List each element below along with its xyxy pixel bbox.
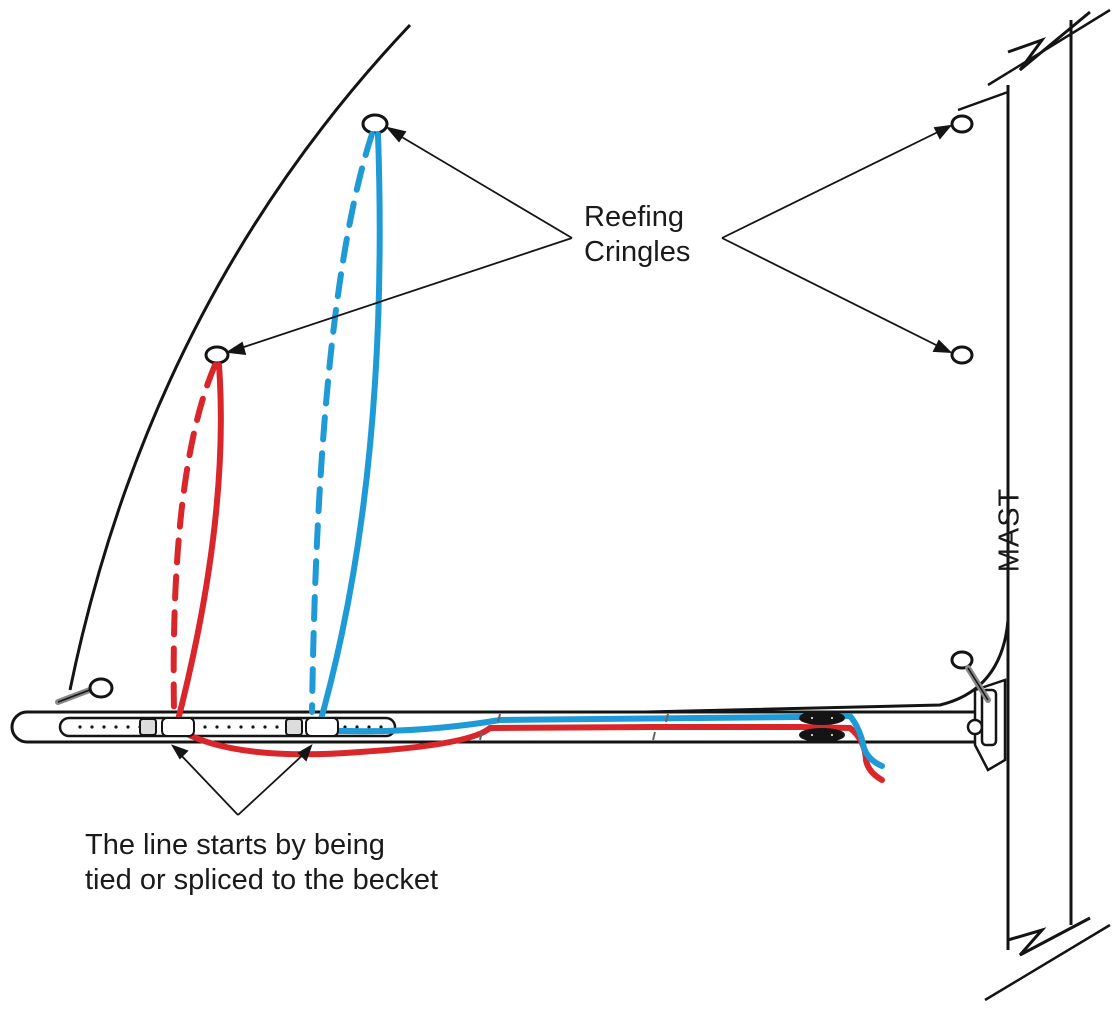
tack-fitting — [950, 650, 991, 703]
cringle-luff-lower — [950, 345, 974, 365]
blue-reef-line — [309, 131, 885, 769]
becket-label-line1: The line starts by being — [85, 829, 385, 861]
reefing-cringles-line2: Cringles — [584, 236, 691, 268]
cringle-luff-upper — [950, 114, 974, 134]
reefing-cringles-label: Reefing Cringles — [584, 200, 690, 270]
sail-outline — [68, 23, 1010, 720]
mast-label: MAST — [993, 487, 1026, 573]
becket-callout-arrows — [170, 743, 313, 816]
cringle-leech-upper — [361, 113, 389, 135]
cringle-leech-lower — [204, 345, 230, 365]
outhaul-fitting — [55, 677, 114, 705]
reefing-cringles-line1: Reefing — [584, 201, 684, 233]
reef-blocks — [799, 711, 845, 742]
becket-label: The line starts by being tied or spliced… — [85, 828, 438, 898]
reefing-cringles — [204, 113, 974, 365]
becket-label-line2: tied or spliced to the becket — [85, 864, 439, 896]
boom-fairleads — [479, 713, 669, 741]
gooseneck — [966, 678, 1007, 772]
beckets — [139, 717, 339, 737]
cringle-callout-arrows — [225, 124, 953, 356]
